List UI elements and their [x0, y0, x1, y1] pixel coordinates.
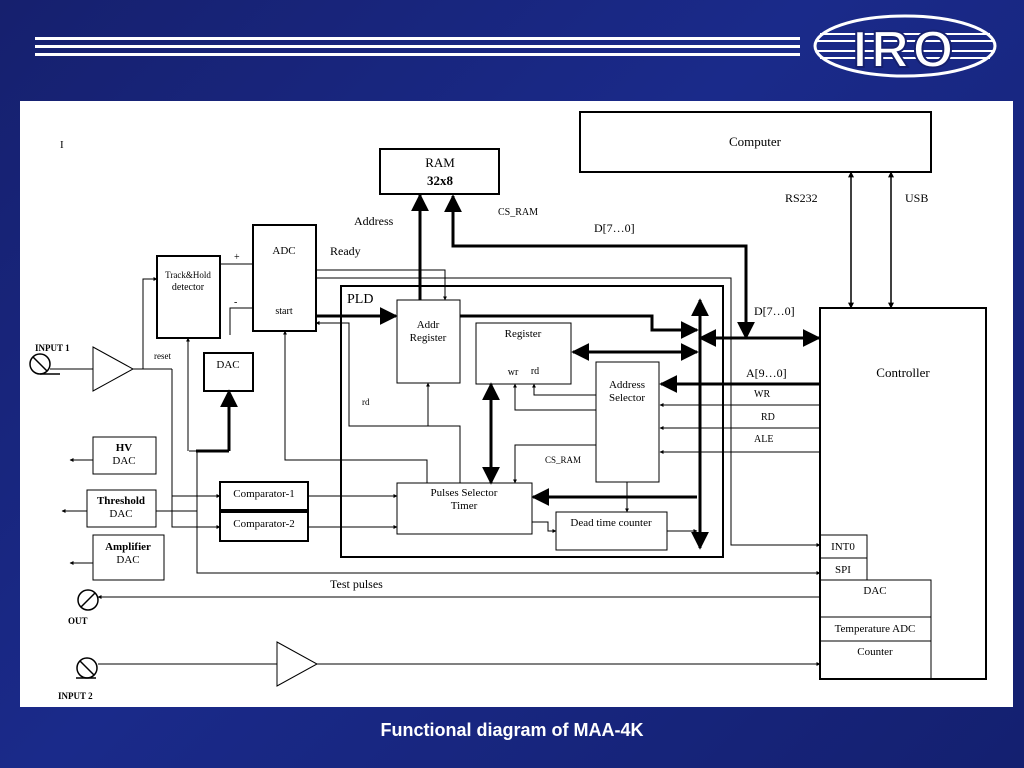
cs-ram-label: CS_RAM — [498, 207, 538, 218]
plus-label: + — [234, 252, 240, 263]
comparator-1-label: Comparator-1 — [233, 488, 294, 500]
address-selector-label-1: Address — [609, 379, 645, 391]
input-2-label: INPUT 2 — [58, 691, 93, 701]
adc-label: ADC — [272, 245, 295, 257]
controller-peripherals-block — [819, 579, 932, 680]
corner-mark: I — [60, 139, 64, 151]
threshold-dac-label-2: DAC — [109, 508, 132, 520]
input-2-connector-icon — [76, 657, 98, 679]
ram-label: RAM — [425, 155, 455, 170]
computer-label: Computer — [729, 134, 782, 149]
threshold-dac-label-1: Threshold — [97, 495, 145, 507]
out-connector-icon — [77, 589, 99, 611]
pld-label: PLD — [347, 292, 373, 307]
computer-block — [579, 111, 932, 173]
input-1-amplifier-icon — [92, 346, 135, 392]
address-bus-label: A[9…0] — [746, 366, 787, 380]
pulses-selector-label-1: Pulses Selector — [431, 487, 498, 499]
ready-label: Ready — [330, 244, 361, 258]
amplifier-dac-label-2: DAC — [116, 554, 139, 566]
input-1-label: INPUT 1 — [35, 343, 70, 353]
adc-start-label: start — [275, 306, 292, 317]
counter-label: Counter — [857, 646, 893, 658]
pulses-selector-block — [396, 482, 533, 535]
register-rd-label: rd — [531, 366, 539, 377]
register-label: Register — [505, 328, 542, 340]
address-selector-label-2: Selector — [609, 392, 645, 404]
hv-dac-block — [92, 436, 157, 475]
diagram-panel: I Computer RAM 32x8 ADC start Track&Hold… — [20, 101, 1013, 707]
int0-label: INT0 — [831, 541, 855, 553]
ram-block — [379, 148, 500, 195]
amplifier-dac-label-1: Amplifier — [105, 541, 151, 553]
hv-dac-label-2: DAC — [112, 455, 135, 467]
spi-label: SPI — [835, 564, 851, 576]
minus-label: - — [234, 297, 237, 308]
data-bus-top-label: D[7…0] — [594, 221, 635, 235]
pulses-selector-label-2: Timer — [451, 500, 478, 512]
addr-register-label-2: Register — [410, 332, 447, 344]
amplifier-dac-block — [92, 534, 165, 581]
out-label: OUT — [68, 616, 88, 626]
rd-label: RD — [761, 412, 775, 423]
data-buses — [196, 193, 821, 550]
ram-size-label: 32x8 — [427, 173, 454, 188]
functional-diagram: I Computer RAM 32x8 ADC start Track&Hold… — [29, 111, 987, 701]
track-hold-block — [156, 255, 221, 339]
cs-ram-inner-label: CS_RAM — [545, 455, 581, 465]
dead-time-counter-label: Dead time counter — [570, 517, 652, 529]
computer-links — [848, 171, 894, 309]
rd-inner-label: rd — [362, 397, 370, 407]
controller-dac-label: DAC — [863, 585, 886, 597]
logo-text: IRO — [853, 21, 957, 79]
controller-label: Controller — [876, 365, 930, 380]
input-2-amplifier-icon — [276, 641, 319, 687]
dac-label: DAC — [216, 359, 239, 371]
reset-label: reset — [154, 351, 171, 361]
address-label: Address — [354, 214, 394, 228]
register-wr-label: wr — [508, 367, 519, 378]
track-hold-label-2: detector — [172, 282, 205, 293]
header-decorative-lines — [35, 37, 800, 56]
temperature-adc-label: Temperature ADC — [835, 623, 916, 635]
wr-label: WR — [754, 389, 770, 400]
ale-label: ALE — [754, 434, 773, 445]
data-bus-right-label: D[7…0] — [754, 304, 795, 318]
slide-caption: Functional diagram of MAA-4K — [380, 720, 644, 740]
input-1-connector-icon — [29, 353, 60, 375]
test-pulses-label: Test pulses — [330, 577, 383, 591]
threshold-dac-block — [86, 489, 157, 528]
hv-dac-label-1: HV — [116, 442, 133, 454]
rs232-label: RS232 — [785, 191, 818, 205]
iro-logo: IRO — [813, 14, 997, 80]
comparator-2-label: Comparator-2 — [233, 518, 294, 530]
usb-label: USB — [905, 191, 928, 205]
addr-register-label-1: Addr — [417, 319, 440, 331]
track-hold-label-1: Track&Hold — [165, 270, 211, 280]
